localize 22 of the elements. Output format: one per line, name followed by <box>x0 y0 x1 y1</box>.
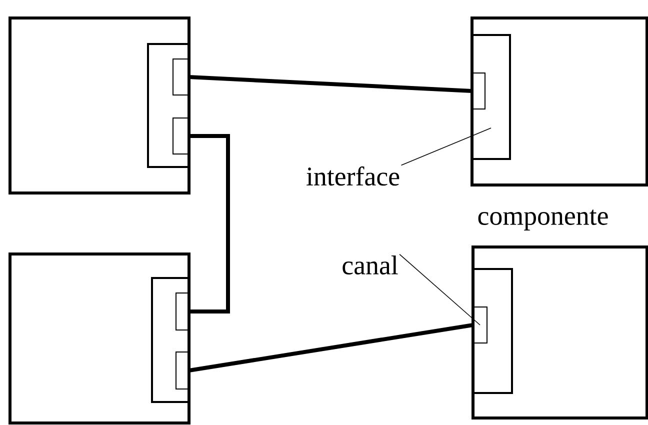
connector-line <box>189 134 230 314</box>
component-box <box>472 246 648 420</box>
interface-box <box>471 34 511 160</box>
callout-text: canal <box>342 256 398 274</box>
connector-line <box>188 323 474 372</box>
port-box <box>172 58 190 96</box>
port-box <box>176 292 190 330</box>
port-box <box>472 72 486 110</box>
leader-line <box>400 128 492 166</box>
component-box <box>8 16 190 194</box>
component-box <box>8 252 190 424</box>
port-box <box>172 118 190 154</box>
component-label: componente <box>478 210 608 230</box>
component-box <box>470 16 648 186</box>
port-box <box>176 352 190 390</box>
callout-text: interface <box>306 166 400 186</box>
interface-box <box>151 277 190 403</box>
interface-box <box>147 43 190 168</box>
leader-line <box>399 254 480 326</box>
interface-box <box>472 268 513 394</box>
port-box <box>472 306 488 344</box>
connector-line <box>188 75 472 93</box>
